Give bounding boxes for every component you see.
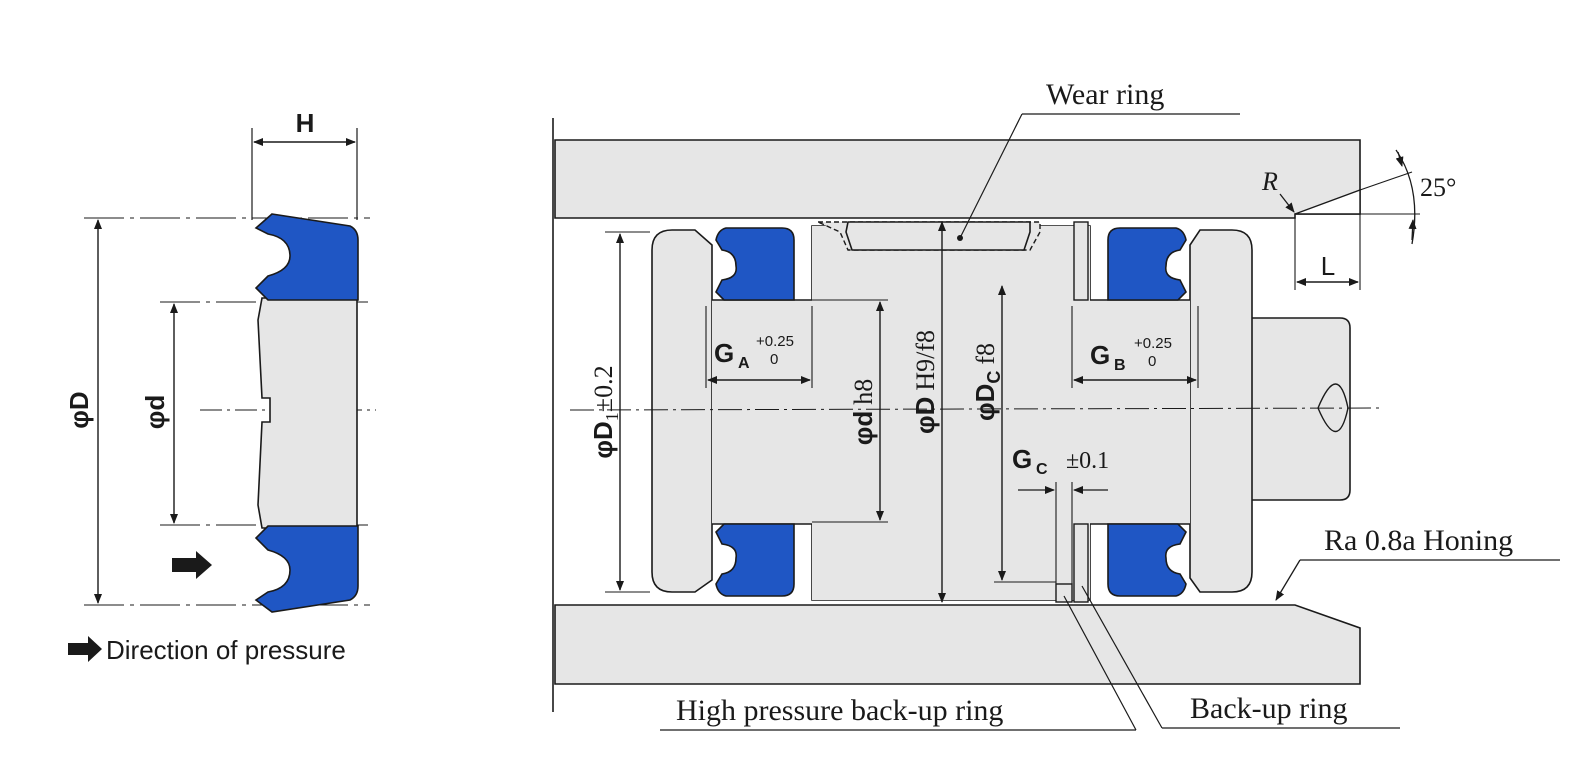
d1-tol: ±0.2 — [589, 365, 618, 412]
ga-tol-upper: +0.25 — [756, 333, 794, 350]
legend-label: Direction of pressure — [106, 635, 346, 665]
dc-dimension-label: φDCf8 — [970, 343, 1004, 421]
l-dimension-label: L — [1321, 251, 1335, 281]
hp-backup-label: High pressure back-up ring — [676, 694, 1003, 727]
gb-tol-upper: +0.25 — [1134, 335, 1172, 352]
od-dimension-label: φD — [64, 391, 94, 428]
gb-tol-lower: 0 — [1148, 353, 1156, 370]
seal-b-bottom — [1107, 523, 1187, 597]
gc-tol: ±0.1 — [1066, 448, 1109, 474]
seal-b-top — [1107, 227, 1187, 301]
dh8-fit: h8 — [849, 379, 878, 405]
backup-ring-bottom — [1073, 523, 1089, 603]
left-seal-figure: H φD φd Direction of pressure — [64, 108, 376, 665]
dh8-main: φd — [848, 411, 878, 445]
angle-arrow-top — [1395, 151, 1404, 167]
surface-finish-label: Ra 0.8a Honing — [1324, 524, 1513, 557]
dc-fit: f8 — [971, 343, 1000, 365]
d1-dimension-label: φD1±0.2 — [588, 365, 622, 458]
dh8-dimension-label: φd h8 — [848, 379, 878, 445]
chamfer-slope-ext — [1359, 171, 1413, 191]
backup-ring-top — [1073, 221, 1089, 301]
angle-arrow-bottom — [1408, 219, 1417, 241]
wear-ring-label: Wear ring — [1046, 78, 1164, 111]
chamfer — [1294, 188, 1361, 215]
piston-flanges — [651, 229, 1253, 593]
dc-main: φD — [970, 384, 1000, 421]
hp-backup-ring — [1055, 583, 1073, 603]
chamfer-angle-label: 25° — [1420, 173, 1456, 202]
right-centerline — [569, 407, 1381, 411]
piston-center — [812, 226, 1090, 600]
svg-text:φDH9/f8: φD H9/f8 — [910, 330, 940, 434]
hp-backup-leader — [1063, 595, 1137, 731]
dh9-main: φD — [910, 397, 940, 434]
seal-a-bottom — [715, 523, 795, 597]
d1-sub: 1 — [602, 412, 622, 421]
surface-finish-leader — [1275, 559, 1301, 601]
ga-sub: A — [738, 355, 750, 372]
wear-ring-leader — [959, 113, 1023, 239]
left-seal-body — [257, 297, 358, 529]
cylinder-bottom-wall — [554, 604, 1361, 685]
ga-tol-lower: 0 — [770, 351, 778, 368]
gb-sub: B — [1114, 357, 1126, 374]
right-assembly-figure: φD1±0.2 φdh8 φDH9/f8 φDCf8 — [552, 78, 1560, 731]
gb-main: G — [1090, 340, 1110, 370]
pressure-arrow-icon — [172, 551, 212, 579]
chamfer-r-label: R — [1261, 167, 1278, 196]
backup-leader — [1081, 585, 1163, 729]
svg-text:φDCf8: φDCf8 — [970, 343, 1004, 421]
gc-sub: C — [1036, 461, 1048, 478]
id-dimension-label: φd — [140, 395, 170, 429]
svg-text:φdh8: φd h8 — [848, 379, 878, 445]
backup-label: Back-up ring — [1190, 692, 1347, 725]
chamfer-r-leader — [1279, 193, 1295, 213]
legend-arrow-icon — [68, 636, 102, 662]
ga-main: G — [714, 338, 734, 368]
dh9-fit: H9/f8 — [911, 330, 940, 391]
h-dimension-label: H — [296, 108, 315, 138]
piston-rod — [1249, 317, 1351, 501]
cylinder-top-wall — [554, 139, 1361, 219]
dh9-dimension-label: φD H9/f8 — [910, 330, 940, 434]
d1-prefix: φD — [588, 421, 618, 458]
gc-main: G — [1012, 444, 1032, 474]
dc-sub: C — [984, 371, 1004, 384]
wear-ring — [845, 221, 1031, 251]
svg-text:φD1±0.2: φD1±0.2 — [588, 365, 622, 458]
left-seal-top-lip — [254, 213, 359, 301]
left-seal-bottom-lip — [254, 525, 359, 613]
seal-a-top — [715, 227, 795, 301]
